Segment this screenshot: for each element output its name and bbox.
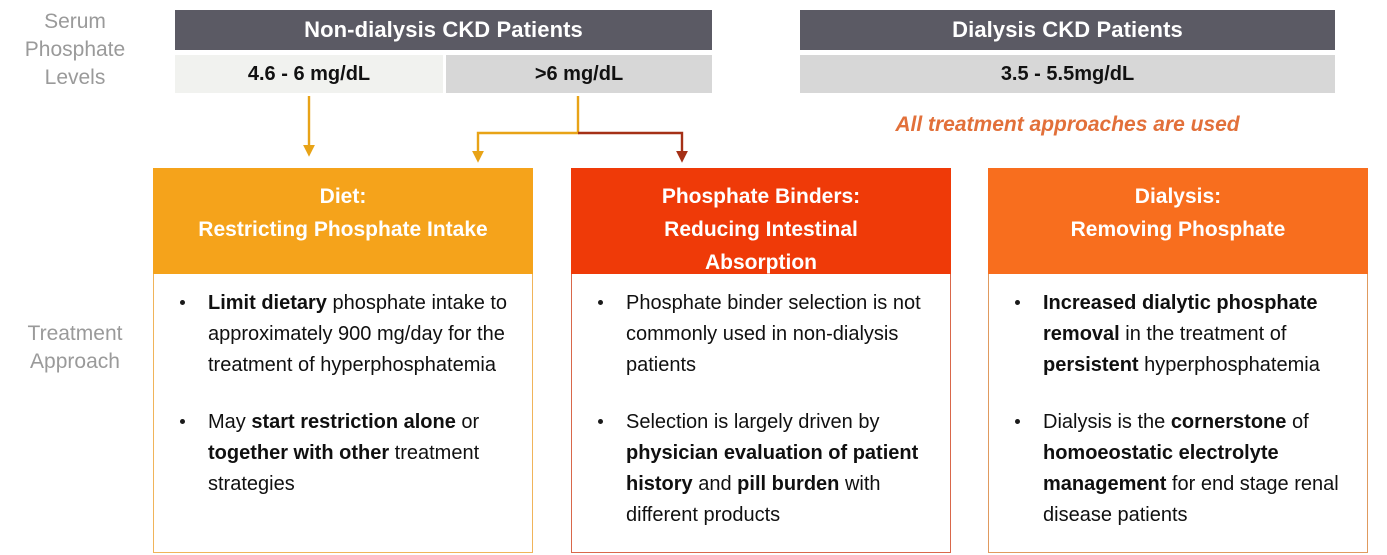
row-label-line: Approach [30, 350, 120, 373]
bullet-item: Phosphate binder selection is not common… [580, 288, 938, 381]
bullet-text: hyperphosphatemia [1138, 354, 1320, 376]
all-treatments-note: All treatment approaches are used [895, 113, 1240, 136]
bullet-text: or [455, 411, 480, 433]
arrow-to-diet-branch [472, 96, 580, 163]
card-diet: Diet: Restricting Phosphate Intake Limit… [153, 168, 533, 553]
card-phosphate-binders: Phosphate Binders: Reducing Intestinal A… [571, 168, 951, 553]
bullet-text: Dialysis is the [1043, 411, 1171, 433]
bullet-text-bold: start restriction alone [251, 411, 456, 433]
bullet-text-bold: together with other [208, 442, 390, 464]
card-head-line: Absorption [705, 251, 817, 274]
bullet-text-bold: homoeostatic electrolyte management [1043, 442, 1279, 495]
card-diet-body: Limit dietary phosphate intake to approx… [153, 274, 533, 553]
bullet-text: Selection is largely driven by [626, 411, 880, 433]
bullet-text: May [208, 411, 252, 433]
bullet-list: Increased dialytic phosphate removal in … [997, 288, 1355, 531]
bullet-dot-icon [598, 419, 603, 424]
card-head-line: Restricting Phosphate Intake [198, 218, 488, 241]
bullet-text-bold: pill burden [737, 473, 840, 495]
card-head-line: Diet: [319, 185, 367, 208]
phosphate-range-above-6: >6 mg/dL [446, 55, 712, 93]
bullet-text: Phosphate binder selection is not common… [626, 292, 921, 376]
arrow-to-binders-branch [578, 131, 688, 163]
bullet-dot-icon [598, 300, 603, 305]
bullet-item: Limit dietary phosphate intake to approx… [162, 288, 520, 381]
bullet-text: for end stage renal disease patients [1043, 473, 1339, 526]
bullet-text: and [692, 473, 738, 495]
card-dialysis-header: Dialysis: Removing Phosphate [988, 168, 1368, 274]
row-label-line: Phosphate [24, 38, 126, 61]
bullet-list: Phosphate binder selection is not common… [580, 288, 938, 531]
bullet-dot-icon [180, 300, 185, 305]
row-label-serum-phosphate-levels: Serum Phosphate Levels [0, 8, 150, 92]
row-label-line: Levels [44, 66, 106, 89]
bullet-text: with different products [626, 473, 881, 526]
bullet-list: Limit dietary phosphate intake to approx… [162, 288, 520, 500]
bullet-dot-icon [1015, 300, 1020, 305]
row-label-treatment-approach: Treatment Approach [0, 320, 150, 376]
phosphate-range-3-5-to-5-5: 3.5 - 5.5mg/dL [800, 55, 1335, 93]
card-dialysis: Dialysis: Removing Phosphate Increased d… [988, 168, 1368, 553]
card-head-line: Dialysis: [1134, 185, 1222, 208]
card-diet-header: Diet: Restricting Phosphate Intake [153, 168, 533, 274]
card-phosphate-binders-body: Phosphate binder selection is not common… [571, 274, 951, 553]
bullet-text-bold: cornerstone [1170, 411, 1287, 433]
card-phosphate-binders-header: Phosphate Binders: Reducing Intestinal A… [571, 168, 951, 274]
bullet-dot-icon [180, 419, 185, 424]
group-title-non-dialysis: Non-dialysis CKD Patients [175, 10, 712, 50]
bullet-item: May start restriction alone or together … [162, 407, 520, 500]
card-head-line: Reducing Intestinal [664, 218, 858, 241]
group-title-dialysis: Dialysis CKD Patients [800, 10, 1335, 50]
bullet-text-bold: Increased dialytic phosphate removal [1043, 292, 1318, 345]
card-head-line: Phosphate Binders: [661, 185, 861, 208]
card-head-line: Removing Phosphate [1070, 218, 1286, 241]
bullet-dot-icon [1015, 419, 1020, 424]
bullet-item: Increased dialytic phosphate removal in … [997, 288, 1355, 381]
bullet-item: Dialysis is the cornerstone of homoeosta… [997, 407, 1355, 531]
bullet-text-bold: physician evaluation of patient history [626, 442, 919, 495]
bullet-text-bold: Limit dietary [208, 292, 327, 314]
bullet-text: phosphate intake to approximately 900 mg… [208, 292, 508, 376]
bullet-text-bold: persistent [1043, 354, 1139, 376]
card-dialysis-body: Increased dialytic phosphate removal in … [988, 274, 1368, 553]
row-label-line: Treatment [27, 322, 123, 345]
phosphate-range-4-6-to-6: 4.6 - 6 mg/dL [175, 55, 443, 93]
bullet-text: of [1286, 411, 1309, 433]
row-label-line: Serum [44, 10, 106, 33]
bullet-text: treatment strategies [208, 442, 480, 495]
bullet-text: in the treatment of [1119, 323, 1287, 345]
bullet-item: Selection is largely driven by physician… [580, 407, 938, 531]
